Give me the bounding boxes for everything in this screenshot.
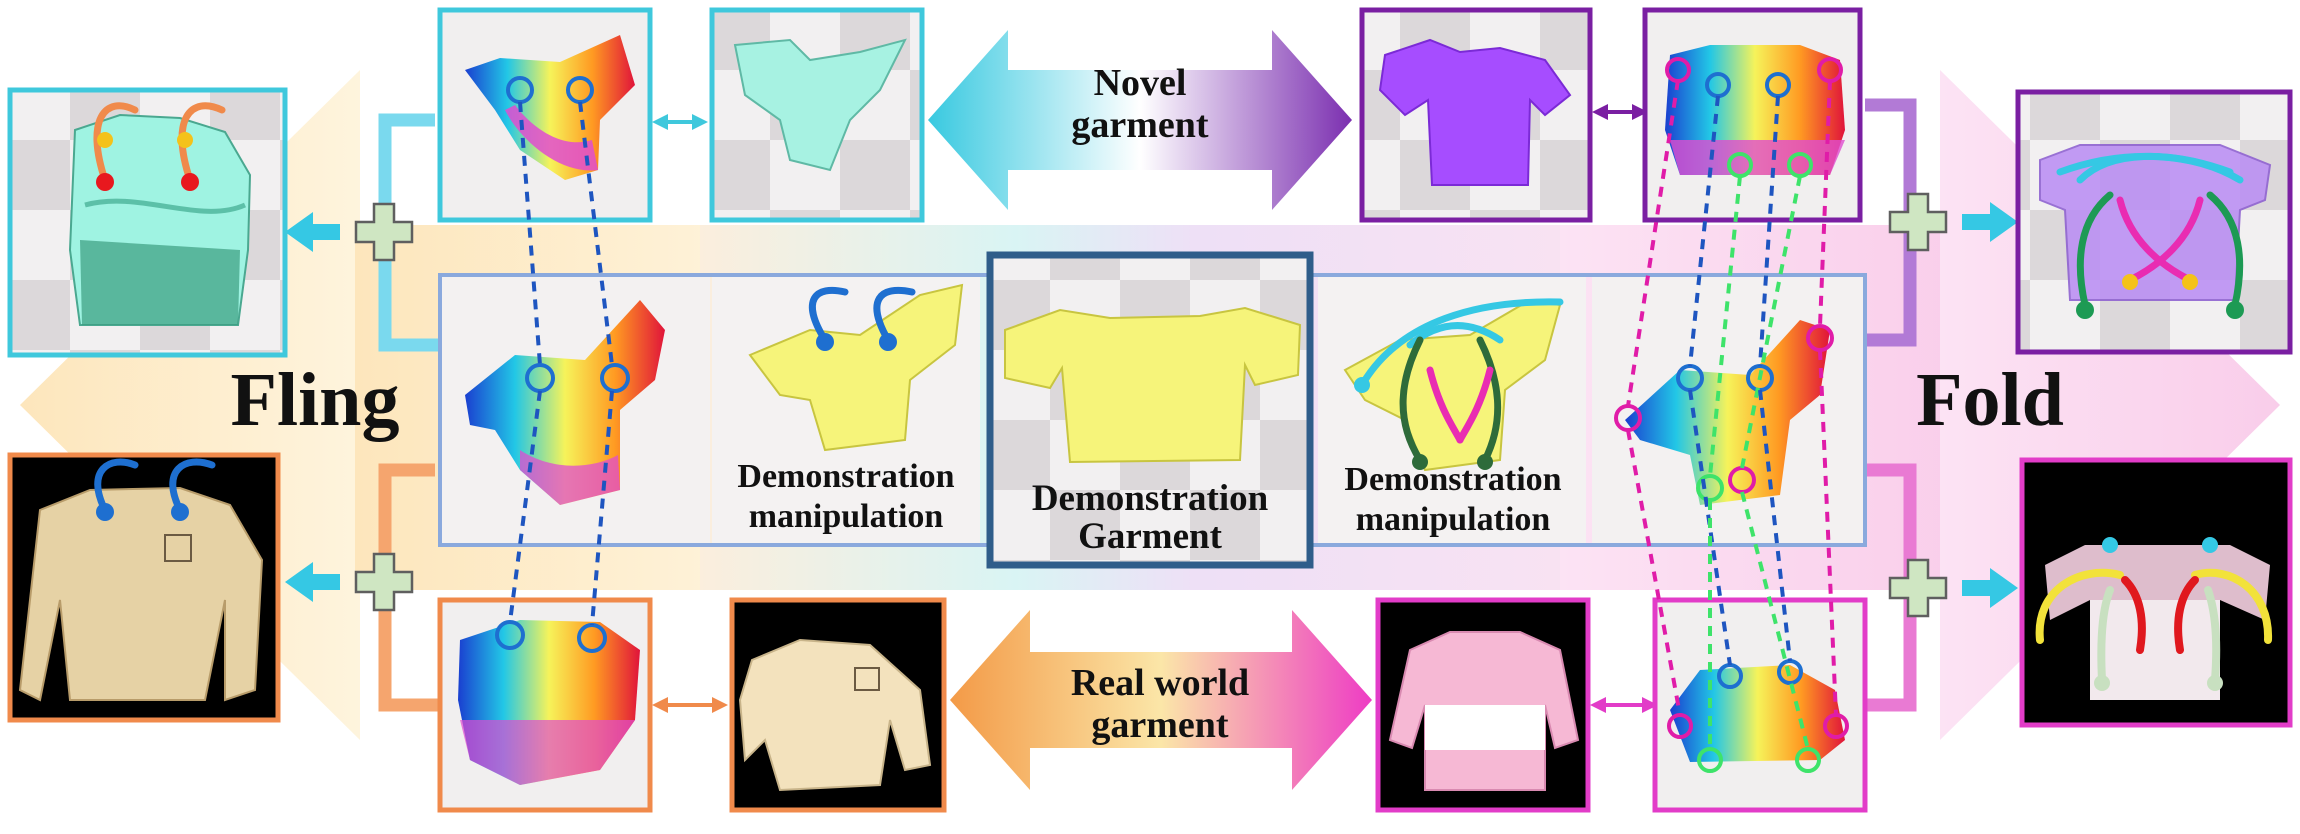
plus-icon xyxy=(354,202,414,262)
fling-trajectory-icon xyxy=(93,102,226,184)
demo-garment-label-line1: Demonstration xyxy=(1031,478,1269,519)
demo-fling-manip-label-line2: manipulation xyxy=(748,498,944,535)
real-garment-label-line2: garment xyxy=(1091,704,1229,746)
fold-result-sim-garment xyxy=(2039,144,2272,301)
novel-purple-garment xyxy=(1378,38,1572,186)
real-garment-label-line1: Real world xyxy=(1070,662,1250,704)
fold-result-sim-frame xyxy=(2015,89,2293,355)
output-arrow-left-top xyxy=(285,212,340,252)
output-arrow-right-top xyxy=(1962,202,2018,242)
demo-fold-manip-label-line1: Demonstration xyxy=(1344,461,1562,498)
demo-fling-manip-garment xyxy=(748,283,964,452)
demo-garment-shape xyxy=(1004,306,1302,464)
plus-icon xyxy=(1888,192,1948,252)
novel-sim-garment xyxy=(733,38,907,172)
novel-garment-label-line1: Novel xyxy=(1093,62,1187,104)
novel-garment-label-line2: garment xyxy=(1071,104,1209,146)
demo-fling-manip-label-line1: Demonstration xyxy=(737,458,955,495)
fold-label: Fold xyxy=(1916,358,2064,442)
demo-fold-heatmap-garment xyxy=(1625,320,1830,505)
fling-label: Fling xyxy=(230,358,400,442)
output-arrow-left-bottom xyxy=(285,562,340,602)
output-arrow-right-bottom xyxy=(1962,568,2018,608)
real-fold-heatmap-garment xyxy=(1670,665,1845,762)
plus-icon xyxy=(354,552,414,612)
fold-trajectory-icon xyxy=(2056,152,2244,309)
novel-garment-arrow xyxy=(928,30,1352,210)
fling-result-real-garment xyxy=(18,486,264,702)
demo-garment-label-line2: Garment xyxy=(1078,516,1222,557)
correspondence-lines-fling xyxy=(508,101,614,626)
real-photo-garment xyxy=(738,638,932,792)
plus-icon xyxy=(1888,558,1948,618)
demo-fling-heatmap-garment xyxy=(465,300,665,505)
real-garment-arrow xyxy=(950,610,1372,790)
demo-fold-manip-label-line2: manipulation xyxy=(1355,501,1551,538)
correspondence-lines-fold xyxy=(1626,79,1838,750)
